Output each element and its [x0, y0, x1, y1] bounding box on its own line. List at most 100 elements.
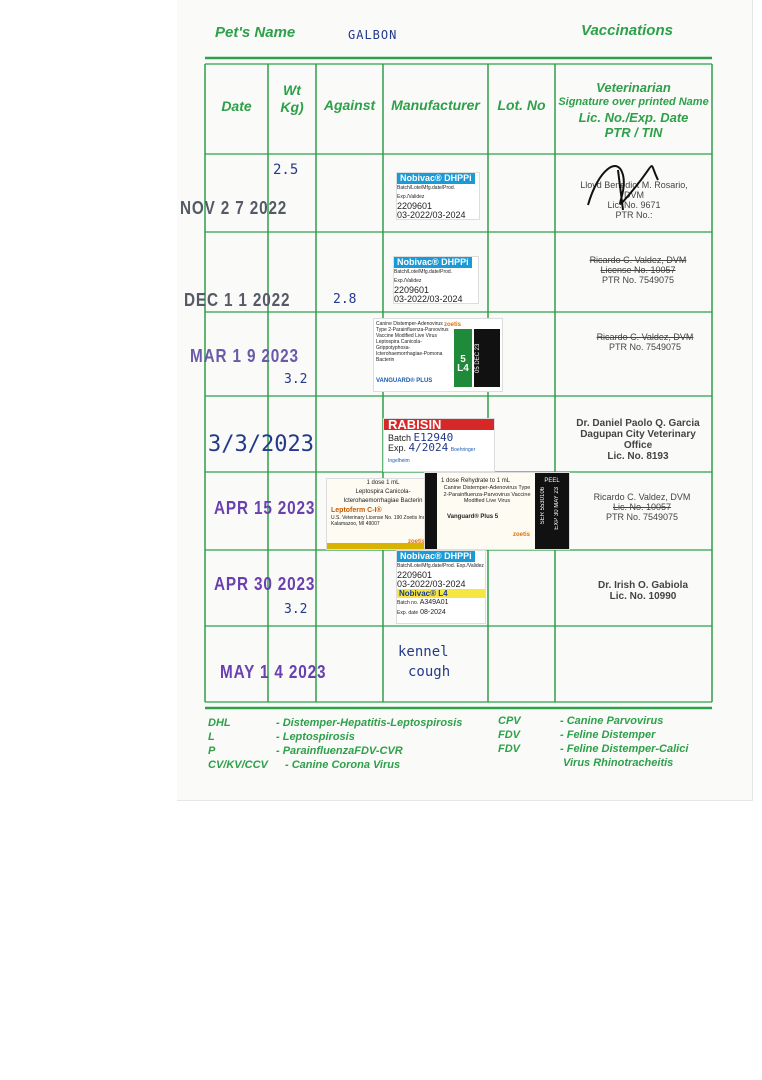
- row6-sticker-exp2-label: Exp. date: [397, 610, 419, 616]
- legend-right-code-0: CPV: [498, 715, 521, 727]
- legend-left-desc-0: - Distemper-Hepatitis-Leptospirosis: [276, 717, 463, 729]
- col-weight-header: Wt Kg): [268, 82, 316, 116]
- legend-left: DHL - Distemper-Hepatitis-Leptospirosis L…: [208, 716, 462, 772]
- legend-left-desc-3: - Canine Corona Virus: [285, 759, 401, 771]
- row2-sticker-dates: 03-2022/03-2024: [394, 294, 463, 304]
- row6-sticker-exp2: 08-2024: [420, 609, 446, 616]
- row2-nobivac-sticker: Nobivac® DHPPi Batch/Lote/Mfg.date/Prod.…: [393, 256, 479, 304]
- legend-left-code-3: CV/KV/CCV: [208, 759, 268, 771]
- col-date-header: Date: [221, 98, 252, 114]
- row1-vet-name: Lloyd Benedict M. Rosario, DVM: [580, 180, 688, 200]
- row7-hand-line1: kennel: [398, 644, 449, 660]
- row6-sticker-brand2: Nobivac® L4: [397, 589, 485, 598]
- legend-right-desc-3: Virus Rhinotracheitis: [560, 757, 674, 769]
- row7-manufacturer-handwritten: kennel cough: [398, 642, 450, 682]
- row4-sticker-batch-label: Batch: [388, 433, 412, 443]
- legend-left-desc-2: - ParainfluenzaFDV-CVR: [276, 745, 403, 757]
- row6-sticker-brand: Nobivac® DHPPi: [397, 551, 475, 562]
- legend-right-desc-1: - Feline Distemper: [560, 729, 656, 741]
- row3-weight: 3.2: [284, 372, 308, 387]
- row4-vet: Dr. Daniel Paolo Q. Garcia Dagupan City …: [572, 418, 704, 462]
- row6-vet-name: Dr. Irish O. Gabiola: [597, 580, 689, 591]
- legend-left-code-0: DHL: [208, 717, 231, 729]
- row1-vet-lic: Lic. No. 9671: [607, 200, 661, 210]
- row4-sticker-maker: Boehringer Ingelheim: [388, 447, 476, 464]
- row6-sticker-batch2: A349A01: [419, 599, 449, 606]
- row1-vet: Lloyd Benedict M. Rosario, DVM Lic. No. …: [570, 180, 698, 220]
- row5-sticker-brand: Leptoferm C-I®: [331, 507, 382, 514]
- row3-vet-ptr: PTR No. 7549075: [608, 342, 682, 352]
- col-manufacturer-header: Manufacturer: [391, 97, 480, 113]
- row5-sticker6-maker: zoetis: [513, 532, 531, 538]
- row4-sticker-title: RABISIN: [384, 419, 494, 431]
- row5-sticker6-dose: 1 dose Rehydrate to 1 mL: [441, 478, 511, 484]
- row5-vet: Ricardo C. Valdez, DVM Lic. No. 10057 PT…: [582, 492, 702, 522]
- row1-sticker-batch: 2209601: [397, 201, 433, 211]
- row6-date-stamp: APR 30 2023: [214, 574, 316, 594]
- row5-sticker-dose: 1 dose 1 mL: [366, 480, 400, 486]
- pets-name-value: GALBON: [348, 28, 398, 42]
- row6-nobivac-sticker: Nobivac® DHPPi Batch/Lote/Mfg.date/Prod.…: [396, 550, 486, 624]
- row6-sticker-dates: 03-2022/03-2024: [397, 579, 466, 589]
- legend-right-code-1: FDV: [498, 729, 520, 741]
- row3-date-stamp: MAR 1 9 2023: [190, 346, 299, 366]
- row4-vet-name: Dr. Daniel Paolo Q. Garcia: [576, 418, 700, 429]
- legend-right: CPV - Canine Parvovirus FDV - Feline Diste…: [498, 714, 688, 770]
- row4-sticker-exp-label: Exp.: [388, 443, 407, 453]
- row2-sticker-small: Batch/Lote/Mfg.date/Prod. Exp./Validez: [394, 269, 453, 284]
- row5-sticker6-exp: EXP 30 MAY 23: [554, 487, 560, 530]
- row2-sticker-batch: 2209601: [394, 285, 430, 295]
- row4-date-handwritten: 3/3/2023: [208, 432, 314, 457]
- row5-date-stamp: APR 15 2023: [214, 498, 316, 518]
- col-lot-header: Lot. No: [497, 97, 546, 113]
- row2-weight: 2.8: [333, 292, 357, 307]
- legend-left-desc-1: - Leptospirosis: [276, 731, 355, 743]
- row6-vet: Dr. Irish O. Gabiola Lic. No. 10990: [582, 580, 704, 602]
- col-vet-line2: Signature over printed Name: [558, 96, 709, 108]
- row7-date-stamp: MAY 1 4 2023: [220, 662, 327, 682]
- row4-sticker-exp: 4/2024: [408, 441, 449, 454]
- col-veterinarian-header: Veterinarian Signature over printed Name…: [555, 80, 712, 140]
- row6-sticker-batch2-label: Batch no.: [397, 600, 419, 606]
- legend-right-desc-0: - Canine Parvovirus: [560, 715, 664, 727]
- row5-sticker6-text: Canine Distemper-Adenovirus Type 2-Parai…: [443, 485, 531, 504]
- row1-weight: 2.5: [273, 162, 299, 178]
- legend-left-code-2: P: [208, 745, 216, 757]
- row6-weight: 3.2: [284, 602, 308, 617]
- row3-vet-name: Ricardo C. Valdez, DVM: [596, 332, 694, 342]
- row5-sticker6-peel: PEEL: [544, 478, 560, 484]
- row1-sticker-small: Batch/Lote/Mfg.date/Prod. Exp./Validez: [397, 185, 456, 200]
- row5-vet-name: Ricardo C. Valdez, DVM: [593, 492, 691, 502]
- row4-sticker-batch: E12940: [413, 431, 454, 444]
- row1-nobivac-sticker: Nobivac® DHPPi Batch/Lote/Mfg.date/Prod.…: [396, 172, 480, 220]
- legend-right-desc-2: - Feline Distemper-Calici: [560, 743, 689, 755]
- row5-sticker6-brand: Vanguard® Plus 5: [447, 514, 499, 520]
- row5-vet-ptr: PTR No. 7549075: [605, 512, 679, 522]
- row7-hand-line2: cough: [408, 664, 451, 680]
- legend-left-code-1: L: [208, 731, 215, 743]
- row5-sticker6-ser: SER 5530106: [540, 487, 546, 525]
- row3-vanguard-sticker: Canine Distemper-Adenovirus Type 2-Parai…: [373, 318, 503, 392]
- row3-vet: Ricardo C. Valdez, DVM PTR No. 7549075: [590, 332, 700, 352]
- pets-name-label: Pet's Name: [215, 24, 296, 41]
- col-against-header: Against: [323, 97, 376, 113]
- col-weight-line1: Wt: [283, 82, 301, 98]
- row1-date-stamp: NOV 2 7 2022: [180, 198, 288, 218]
- row5-vet-lic: Lic. No. 10057: [612, 502, 672, 512]
- col-vet-line4: PTR / TIN: [604, 125, 663, 140]
- row5-sticker-license: U.S. Veterinary License No. 190 Zoetis I…: [331, 515, 427, 527]
- row6-sticker-batch: 2209601: [397, 570, 433, 580]
- row2-sticker-brand: Nobivac® DHPPi: [394, 257, 472, 268]
- row4-rabisin-sticker: RABISIN Batch E12940 Exp. 4/2024 Boehrin…: [383, 418, 495, 472]
- col-weight-line2: Kg): [280, 99, 304, 115]
- row2-vet-ptr: PTR No. 7549075: [601, 275, 675, 285]
- row2-vet-lic: License No. 10057: [600, 265, 676, 275]
- row1-sticker-brand: Nobivac® DHPPi: [397, 173, 475, 184]
- row4-vet-lic: Dagupan City Veterinary Office: [580, 429, 696, 451]
- row2-vet: Ricardo C. Valdez, DVM License No. 10057…: [578, 255, 698, 285]
- row3-sticker-code: 5 L4: [454, 329, 472, 387]
- row6-sticker-small: Batch/Lote/Mfg.date/Prod. Exp./Validez: [397, 563, 484, 569]
- row3-sticker-text: Canine Distemper-Adenovirus Type 2-Parai…: [376, 321, 449, 363]
- legend-right-code-2: FDV: [498, 743, 520, 755]
- row3-sticker-brand: VANGUARD® PLUS: [376, 378, 433, 384]
